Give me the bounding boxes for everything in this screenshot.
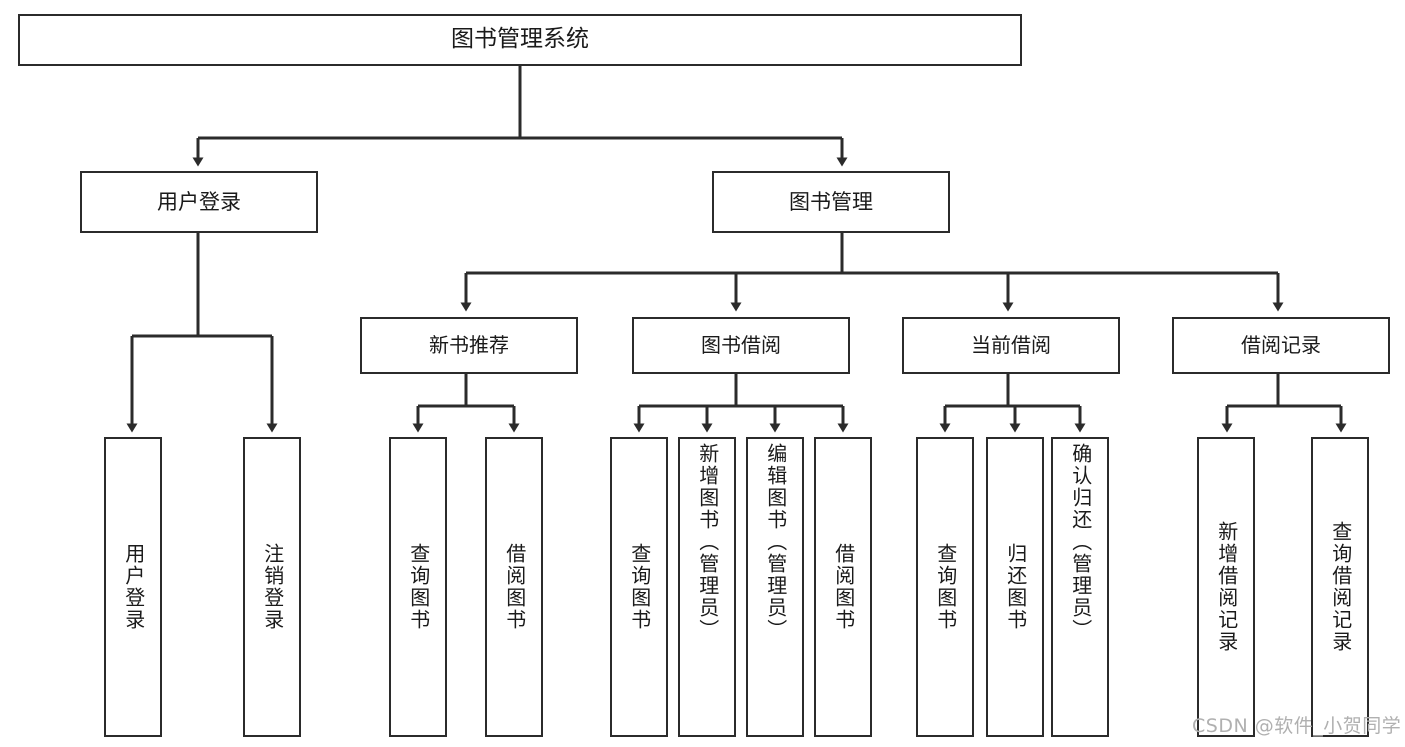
leaf-current-borrow-confirm-label: 确认归还（管理员） [1068,443,1093,641]
node-borrow-record-label: 借阅记录 [1241,332,1321,357]
node-user-login-label: 用户登录 [157,189,241,214]
leaf-current-borrow-confirm[interactable]: 确认归还（管理员） [1051,437,1109,737]
leaf-book-borrow-edit[interactable]: 编辑图书（管理员） [746,437,804,737]
leaf-current-borrow-return[interactable]: 归还图书 [986,437,1044,737]
leaf-book-borrow-borrow[interactable]: 借阅图书 [814,437,872,737]
leaf-user-login-login[interactable]: 用户登录 [104,437,162,737]
leaf-book-borrow-query-label: 查询图书 [627,543,652,631]
leaf-user-login-logout[interactable]: 注销登录 [243,437,301,737]
leaf-current-borrow-query-label: 查询图书 [933,543,958,631]
node-book-manage-label: 图书管理 [789,189,873,214]
leaf-borrow-record-query-label: 查询借阅记录 [1328,521,1353,653]
leaf-book-borrow-edit-label: 编辑图书（管理员） [763,443,788,641]
leaf-user-login-login-label: 用户登录 [121,543,146,631]
leaf-borrow-record-add[interactable]: 新增借阅记录 [1197,437,1255,737]
node-user-login[interactable]: 用户登录 [80,171,318,233]
leaf-new-book-query[interactable]: 查询图书 [389,437,447,737]
node-current-borrow-label: 当前借阅 [971,332,1051,357]
leaf-user-login-logout-label: 注销登录 [260,543,285,631]
node-root[interactable]: 图书管理系统 [18,14,1022,66]
node-borrow-record[interactable]: 借阅记录 [1172,317,1390,374]
watermark: CSDN @软件_小贺同学 [1192,715,1402,737]
leaf-book-borrow-add-label: 新增图书（管理员） [695,443,720,641]
leaf-book-borrow-add[interactable]: 新增图书（管理员） [678,437,736,737]
leaf-book-borrow-query[interactable]: 查询图书 [610,437,668,737]
leaf-new-book-borrow[interactable]: 借阅图书 [485,437,543,737]
leaf-current-borrow-query[interactable]: 查询图书 [916,437,974,737]
leaf-borrow-record-query[interactable]: 查询借阅记录 [1311,437,1369,737]
leaf-new-book-borrow-label: 借阅图书 [502,543,527,631]
node-current-borrow[interactable]: 当前借阅 [902,317,1120,374]
node-book-borrow[interactable]: 图书借阅 [632,317,850,374]
node-book-borrow-label: 图书借阅 [701,332,781,357]
leaf-current-borrow-return-label: 归还图书 [1003,543,1028,631]
leaf-new-book-query-label: 查询图书 [406,543,431,631]
node-new-book-recommend-label: 新书推荐 [429,332,509,357]
node-book-manage[interactable]: 图书管理 [712,171,950,233]
node-root-label: 图书管理系统 [451,26,589,53]
node-new-book-recommend[interactable]: 新书推荐 [360,317,578,374]
leaf-book-borrow-borrow-label: 借阅图书 [831,543,856,631]
leaf-borrow-record-add-label: 新增借阅记录 [1214,521,1239,653]
